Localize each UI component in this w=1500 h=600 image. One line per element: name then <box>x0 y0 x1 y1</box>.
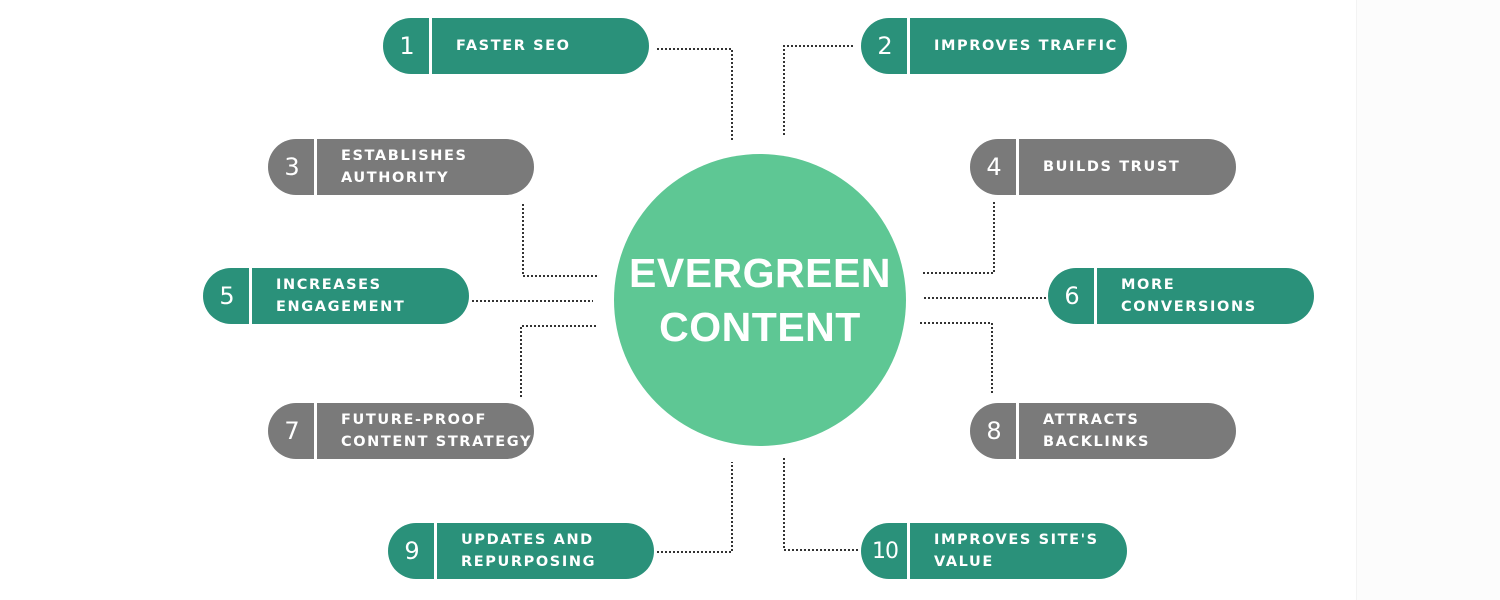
benefit-label-line2: ENGAGEMENT <box>276 299 406 315</box>
benefit-number: 10 <box>861 523 910 579</box>
center-title-line1: EVERGREEN <box>629 250 891 296</box>
center-topic-circle: EVERGREEN CONTENT <box>614 154 906 446</box>
benefit-label-line1: ESTABLISHES <box>341 148 468 164</box>
benefit-number: 6 <box>1048 268 1097 324</box>
benefit-label-line2: VALUE <box>934 554 994 570</box>
benefit-number: 8 <box>970 403 1019 459</box>
benefit-label-line1: UPDATES AND <box>461 532 594 548</box>
benefit-label-line1: IMPROVES SITE'S <box>934 532 1099 548</box>
connector-9 <box>657 462 733 553</box>
benefit-number: 7 <box>268 403 317 459</box>
benefit-label-line2: BACKLINKS <box>1043 434 1151 450</box>
benefit-label-line2: CONTENT STRATEGY <box>341 434 533 450</box>
benefit-label: IMPROVES TRAFFIC <box>910 18 1127 74</box>
benefit-label-line1: ATTRACTS <box>1043 412 1140 428</box>
center-title-line2: CONTENT <box>659 304 861 350</box>
benefit-label: ATTRACTS BACKLINKS <box>1019 403 1236 459</box>
benefit-label: ESTABLISHES AUTHORITY <box>317 139 534 195</box>
connector-4 <box>922 202 995 274</box>
right-margin-strip <box>1356 0 1500 600</box>
benefit-number: 1 <box>383 18 432 74</box>
benefit-pill-3: 3 ESTABLISHES AUTHORITY <box>268 139 534 195</box>
benefit-number: 3 <box>268 139 317 195</box>
benefit-label: BUILDS TRUST <box>1019 139 1236 195</box>
benefit-pill-2: 2 IMPROVES TRAFFIC <box>861 18 1127 74</box>
benefit-label-line2: CONVERSIONS <box>1121 299 1257 315</box>
benefit-number: 5 <box>203 268 252 324</box>
benefit-pill-4: 4 BUILDS TRUST <box>970 139 1236 195</box>
connector-10 <box>783 458 858 551</box>
benefit-label-line1: MORE <box>1121 277 1176 293</box>
benefit-number: 9 <box>388 523 437 579</box>
benefit-label: FASTER SEO <box>432 18 649 74</box>
connector-7 <box>520 325 596 397</box>
connector-3 <box>522 204 597 277</box>
benefit-pill-7: 7 FUTURE-PROOF CONTENT STRATEGY <box>268 403 534 459</box>
connector-2 <box>783 45 853 137</box>
benefit-label-line1: INCREASES <box>276 277 382 293</box>
benefit-label-line2: REPURPOSING <box>461 554 597 570</box>
benefit-label: INCREASES ENGAGEMENT <box>252 268 469 324</box>
benefit-label-line2: AUTHORITY <box>341 170 450 186</box>
benefit-pill-8: 8 ATTRACTS BACKLINKS <box>970 403 1236 459</box>
benefit-pill-9: 9 UPDATES AND REPURPOSING <box>388 523 654 579</box>
benefit-label-line1: FUTURE-PROOF <box>341 412 487 428</box>
benefit-label: IMPROVES SITE'S VALUE <box>910 523 1127 579</box>
benefit-pill-6: 6 MORE CONVERSIONS <box>1048 268 1314 324</box>
connector-1 <box>657 48 733 140</box>
benefit-number: 2 <box>861 18 910 74</box>
benefit-pill-1: 1 FASTER SEO <box>383 18 649 74</box>
benefit-label-line1: IMPROVES TRAFFIC <box>934 38 1118 54</box>
benefit-label: FUTURE-PROOF CONTENT STRATEGY <box>317 403 534 459</box>
benefit-label: UPDATES AND REPURPOSING <box>437 523 654 579</box>
benefit-label-line1: BUILDS TRUST <box>1043 159 1181 175</box>
benefit-pill-5: 5 INCREASES ENGAGEMENT <box>203 268 469 324</box>
benefit-pill-10: 10 IMPROVES SITE'S VALUE <box>861 523 1127 579</box>
benefit-number: 4 <box>970 139 1019 195</box>
benefit-label-line1: FASTER SEO <box>456 38 571 54</box>
connector-8 <box>920 322 993 395</box>
benefit-label: MORE CONVERSIONS <box>1097 268 1314 324</box>
